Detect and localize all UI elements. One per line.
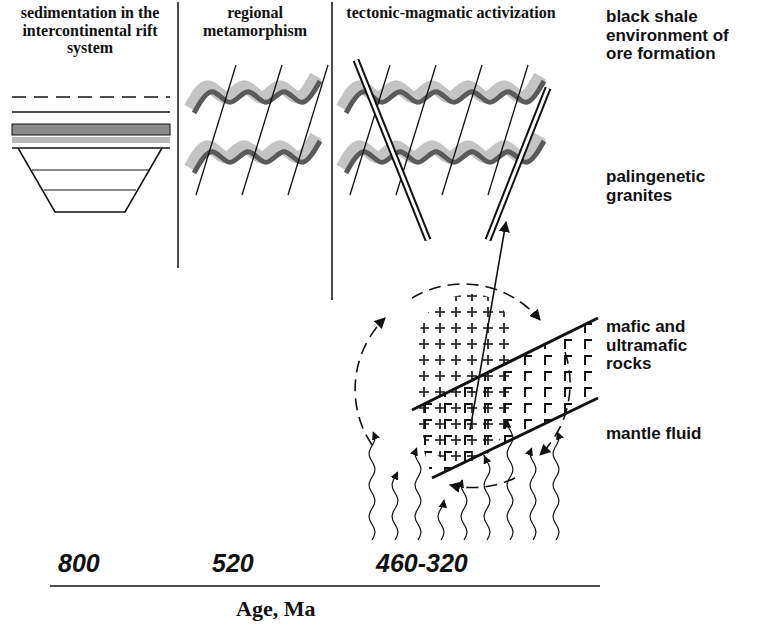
fluid-wave-arrow: [461, 480, 467, 540]
fluid-wave-arrow: [530, 448, 536, 540]
column-heading: tectonic-magmatic activization: [336, 4, 566, 22]
layer-label: palingenetic granites: [606, 168, 731, 205]
age-axis: [50, 585, 600, 587]
mantle-fluid-arrows: [369, 420, 559, 540]
column-heading: regional metamorphism: [180, 4, 330, 39]
cleavage-line: [442, 65, 482, 195]
fluid-wave-arrow: [484, 456, 490, 540]
cleavage-line: [288, 65, 328, 195]
fluid-wave-arrow: [553, 432, 559, 540]
fault-line: [488, 88, 548, 240]
fluid-wave-arrow: [369, 432, 375, 540]
fold-band: [194, 81, 320, 113]
convection-arrows: [355, 284, 570, 488]
column-heading: sedimentation in the intercontinental ri…: [4, 4, 176, 57]
cleavage-line: [488, 65, 528, 195]
fault-line: [488, 88, 548, 240]
layer-label: black shale environment of ore formation: [606, 8, 731, 64]
fluid-wave-arrow: [415, 448, 421, 540]
mafic-boundary: [412, 318, 598, 410]
fault-line: [356, 60, 428, 240]
divider-line: [177, 2, 179, 268]
age-value: 520: [212, 550, 292, 578]
cleavage-line: [242, 65, 282, 195]
mafic-band: [412, 318, 598, 478]
divider-line: [331, 2, 333, 300]
axis-title: Age, Ma: [236, 597, 376, 621]
fluid-wave-arrow: [438, 500, 444, 540]
layer-label: mantle fluid: [606, 425, 731, 444]
fluid-wave-arrow: [392, 472, 398, 540]
mafic-boundary: [432, 398, 598, 478]
age-value: 800: [58, 550, 138, 578]
rift-basin: [12, 97, 170, 212]
cleavage-line: [196, 65, 236, 195]
fluid-path-arrow: [470, 222, 506, 430]
fluid-wave-arrow: [507, 420, 513, 540]
fault-zone: [356, 60, 548, 240]
age-value: 460-320: [376, 550, 506, 578]
layer-label: mafic and ultramafic rocks: [606, 318, 731, 374]
fault-line: [356, 60, 428, 240]
